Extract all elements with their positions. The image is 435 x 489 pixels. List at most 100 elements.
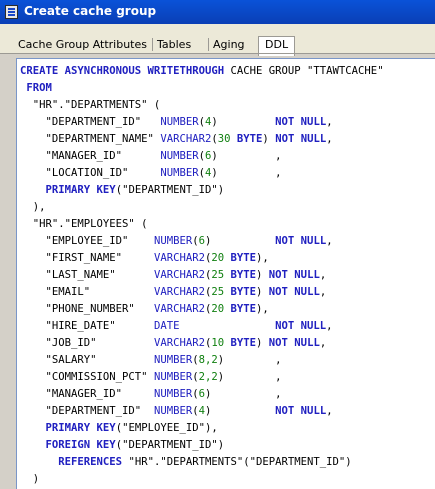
ddl-token: 25	[211, 269, 225, 281]
ddl-token: NUMBER	[160, 167, 199, 179]
ddl-token: NUMBER	[153, 354, 193, 366]
ddl-token: ,	[326, 320, 333, 332]
ddl-token: 8,2	[198, 354, 218, 366]
ddl-token: )	[256, 269, 269, 281]
ddl-token: )	[211, 116, 276, 128]
ddl-token: FROM	[26, 82, 52, 94]
ddl-token: ) ,	[211, 167, 282, 179]
ddl-token: CACHE GROUP	[230, 65, 308, 77]
ddl-line: FROM	[20, 80, 384, 97]
ddl-token: "DEPARTMENT_NAME"	[20, 133, 161, 145]
ddl-token: 25	[211, 286, 225, 298]
ddl-line: CREATE ASYNCHRONOUS WRITETHROUGH CACHE G…	[20, 63, 384, 80]
ddl-token: VARCHAR2	[153, 269, 205, 281]
ddl-token: "HR"."DEPARTMENTS" (	[20, 99, 161, 111]
ddl-line: "COMMISSION_PCT" NUMBER(2,2) ,	[20, 369, 384, 386]
ddl-token: BYTE	[230, 337, 257, 349]
ddl-line: "EMAIL" VARCHAR2(25 BYTE) NOT NULL,	[20, 284, 384, 301]
ddl-token: ,	[319, 337, 327, 349]
window-title: Create cache group	[24, 4, 157, 18]
ddl-token: ("EMPLOYEE_ID"),	[115, 422, 218, 434]
ddl-token: (	[204, 269, 212, 281]
ddl-token: 2,2	[198, 371, 218, 383]
ddl-line: "HR"."DEPARTMENTS" (	[20, 97, 384, 114]
ddl-token: NUMBER	[160, 116, 199, 128]
tab-divider	[0, 53, 435, 54]
ddl-token: FOREIGN KEY	[45, 439, 116, 451]
ddl-token: )	[262, 133, 276, 145]
ddl-token: 4	[198, 405, 205, 417]
ddl-line: "HR"."EMPLOYEES" (	[20, 216, 384, 233]
tab-aging[interactable]: Aging	[208, 38, 245, 51]
ddl-token: ),	[256, 303, 269, 315]
ddl-token: (	[198, 116, 205, 128]
ddl-token: NUMBER	[153, 371, 193, 383]
ddl-line: "SALARY" NUMBER(8,2) ,	[20, 352, 384, 369]
ddl-token: (	[192, 371, 199, 383]
ddl-token: ,	[326, 235, 333, 247]
ddl-code: CREATE ASYNCHRONOUS WRITETHROUGH CACHE G…	[20, 63, 384, 488]
ddl-token: ) ,	[205, 388, 282, 400]
ddl-token: "HR"."EMPLOYEES" (	[20, 218, 148, 230]
ddl-token: NUMBER	[153, 235, 193, 247]
ddl-token: ) ,	[217, 354, 282, 366]
ddl-token: ,	[326, 133, 333, 145]
ddl-token: "COMMISSION_PCT"	[20, 371, 154, 383]
ddl-token: VARCHAR2	[153, 337, 205, 349]
ddl-token: 4	[205, 116, 212, 128]
ddl-token: (	[192, 388, 199, 400]
ddl-token: CREATE ASYNCHRONOUS WRITETHROUGH	[20, 65, 231, 77]
ddl-text-area[interactable]: CREATE ASYNCHRONOUS WRITETHROUGH CACHE G…	[16, 58, 435, 489]
ddl-token: (	[204, 303, 212, 315]
ddl-token: "TTAWTCACHE"	[307, 65, 384, 77]
ddl-token	[20, 184, 46, 196]
ddl-token: BYTE	[230, 286, 257, 298]
ddl-token: 10	[211, 337, 225, 349]
ddl-token: ,	[319, 286, 327, 298]
ddl-line: PRIMARY KEY("DEPARTMENT_ID")	[20, 182, 384, 199]
ddl-token: (	[192, 235, 199, 247]
title-bar: Create cache group	[0, 0, 435, 24]
ddl-token: (	[211, 133, 218, 145]
ddl-token: BYTE	[230, 269, 257, 281]
ddl-token: (	[198, 167, 205, 179]
ddl-token: "MANAGER_ID"	[20, 388, 154, 400]
ddl-token	[20, 422, 46, 434]
tab-tables[interactable]: Tables	[152, 38, 191, 51]
ddl-token: NOT NULL	[275, 235, 327, 247]
ddl-token: 6	[198, 388, 205, 400]
ddl-token: DATE	[153, 320, 180, 332]
ddl-token: ,	[326, 405, 333, 417]
ddl-token: ("DEPARTMENT_ID")	[115, 184, 225, 196]
ddl-token: NOT NULL	[275, 116, 327, 128]
tab-ddl[interactable]: DDL	[258, 36, 296, 56]
ddl-token: BYTE	[230, 252, 257, 264]
ddl-token: VARCHAR2	[153, 252, 205, 264]
tab-cache-group-attributes[interactable]: Cache Group Attributes	[18, 38, 147, 51]
ddl-token: REFERENCES	[58, 456, 123, 468]
ddl-line: "EMPLOYEE_ID" NUMBER(6) NOT NULL,	[20, 233, 384, 250]
ddl-token: NOT NULL	[275, 320, 327, 332]
ddl-token: (	[198, 150, 205, 162]
ddl-token: NOT NULL	[275, 133, 327, 145]
ddl-token: "JOB_ID"	[20, 337, 154, 349]
ddl-token: "HIRE_DATE"	[20, 320, 154, 332]
ddl-line: "MANAGER_ID" NUMBER(6) ,	[20, 148, 384, 165]
ddl-token: BYTE	[236, 133, 263, 145]
ddl-token: ) ,	[217, 371, 282, 383]
ddl-token: 30	[217, 133, 231, 145]
ddl-token: "DEPARTMENT_ID"	[20, 116, 161, 128]
tab-strip: Cache Group Attributes Tables Aging DDL	[0, 24, 435, 56]
ddl-line: FOREIGN KEY("DEPARTMENT_ID")	[20, 437, 384, 454]
ddl-token: NOT NULL	[268, 337, 320, 349]
ddl-token: ("DEPARTMENT_ID")	[115, 439, 225, 451]
ddl-token: (	[204, 286, 212, 298]
ddl-line: REFERENCES "HR"."DEPARTMENTS"("DEPARTMEN…	[20, 454, 384, 471]
ddl-token	[179, 320, 275, 332]
ddl-token: )	[256, 286, 269, 298]
ddl-token: NUMBER	[160, 150, 199, 162]
ddl-token: "MANAGER_ID"	[20, 150, 161, 162]
ddl-token: ) ,	[211, 150, 282, 162]
ddl-token	[20, 439, 46, 451]
ddl-line: ),	[20, 199, 384, 216]
